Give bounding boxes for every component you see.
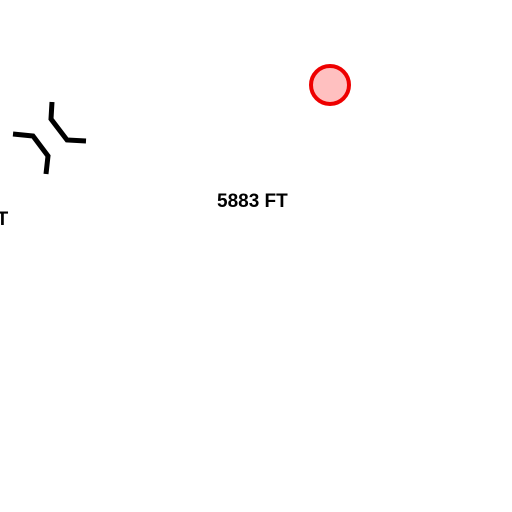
mountain-pass-icon — [12, 101, 87, 175]
elevation-label-partial: FT — [0, 209, 9, 230]
elevation-label: 5883 FT — [217, 191, 288, 212]
point-marker-icon[interactable] — [309, 64, 351, 106]
